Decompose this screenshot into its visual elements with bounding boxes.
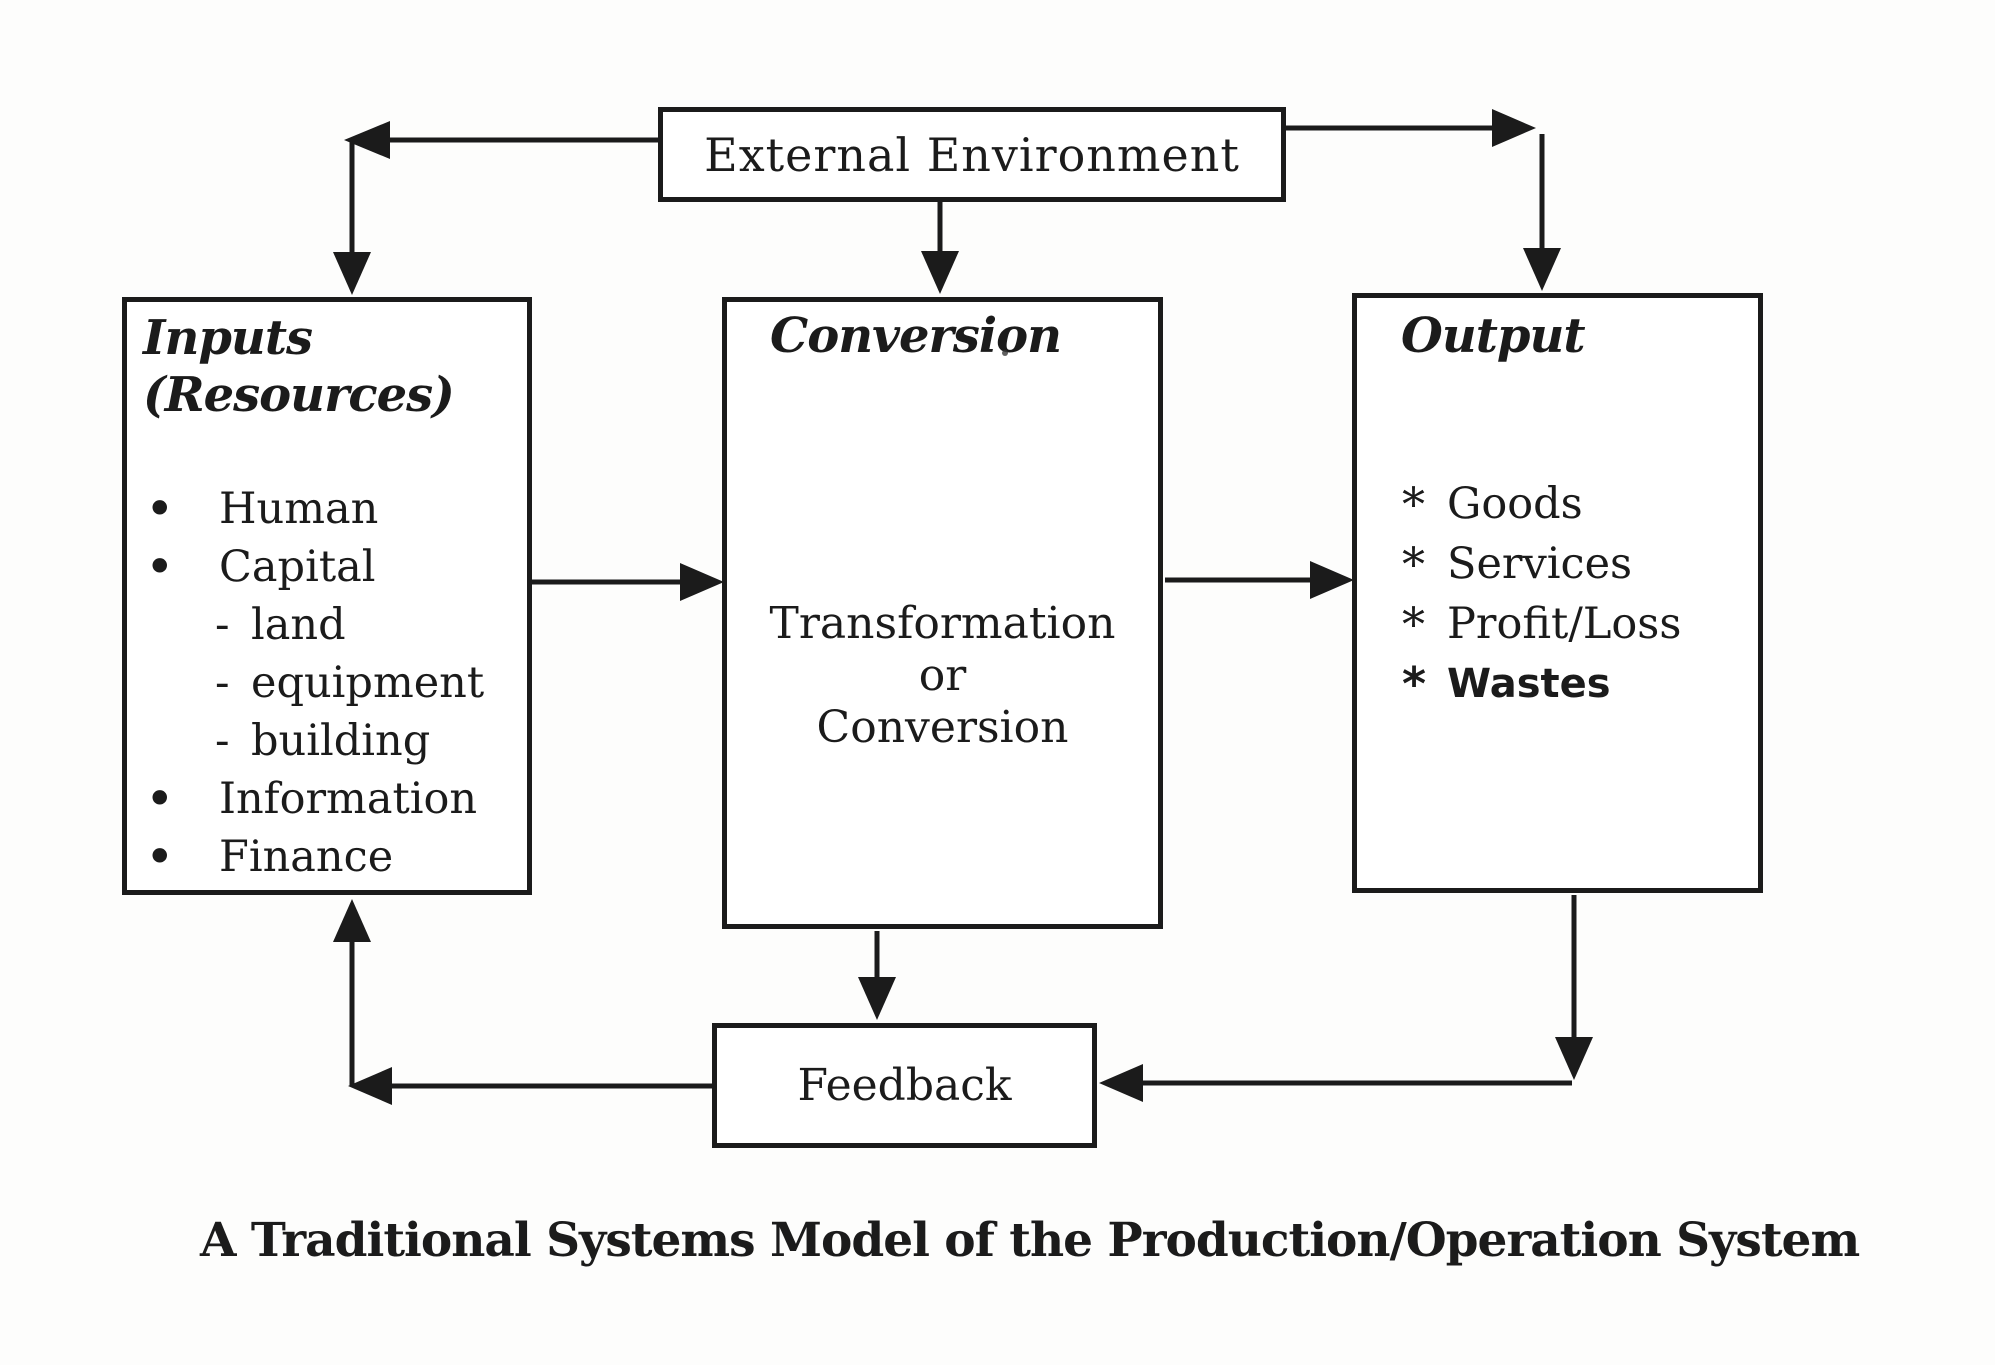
output-item-list: * Goods * Services * Profit/Loss * Waste… [1357, 474, 1758, 714]
external-environment-box: External Environment [658, 107, 1286, 202]
list-item-label: Finance [219, 832, 394, 882]
scan-speck [1002, 350, 1008, 356]
bullet-marker: • [145, 770, 175, 828]
conversion-box: Conversion Transformation or Conversion [722, 297, 1163, 929]
list-item: • Finance [127, 828, 527, 886]
feedback-box: Feedback [712, 1023, 1097, 1148]
feedback-label: Feedback [797, 1060, 1012, 1111]
inputs-title: Inputs [143, 310, 313, 366]
inputs-item-list: • Human • Capital - land - equipment - b… [127, 480, 527, 886]
list-item: - land [127, 596, 527, 654]
conversion-body-text: Transformation or Conversion [727, 598, 1158, 754]
bullet-marker: • [145, 828, 175, 886]
bullet-marker: • [145, 538, 175, 596]
arrow-ee-to-output [1286, 109, 1561, 291]
arrow-inputs-to-conversion [532, 563, 724, 601]
conversion-body-line: or [918, 650, 967, 701]
conversion-body-line: Conversion [816, 702, 1069, 753]
list-item-label: Wastes [1447, 661, 1611, 707]
list-item: • Capital [127, 538, 527, 596]
list-item: - building [127, 712, 527, 770]
output-title: Output [1401, 308, 1586, 364]
arrow-ee-to-conversion [921, 202, 959, 294]
list-item-label: equipment [251, 658, 485, 708]
list-item-label: building [251, 716, 431, 766]
list-item: - equipment [127, 654, 527, 712]
inputs-title-block: Inputs (Resources) [143, 310, 455, 424]
arrow-conversion-to-output [1165, 561, 1354, 599]
list-item: • Human [127, 480, 527, 538]
list-item-label: Human [219, 484, 379, 534]
bullet-marker: • [145, 480, 175, 538]
list-item-label: Information [219, 774, 478, 824]
external-environment-label: External Environment [704, 127, 1240, 182]
conversion-title-block: Conversion [770, 308, 1062, 365]
asterisk-marker: * [1402, 537, 1425, 591]
dash-marker: - [215, 600, 230, 650]
list-item-label: land [251, 600, 346, 650]
list-item: * Services [1357, 534, 1758, 594]
asterisk-marker: * [1402, 597, 1425, 651]
inputs-subtitle: (Resources) [143, 367, 455, 423]
output-title-block: Output [1401, 308, 1586, 365]
arrow-output-to-feedback [1099, 895, 1593, 1102]
list-item-label: Goods [1447, 479, 1583, 529]
arrow-ee-to-inputs [333, 121, 658, 295]
diagram-caption: A Traditional Systems Model of the Produ… [200, 1213, 1860, 1268]
list-item-label: Capital [219, 542, 376, 592]
dash-marker: - [215, 658, 230, 708]
list-item-label: Services [1447, 539, 1633, 589]
conversion-title: Conversion [770, 308, 1062, 364]
arrow-feedback-to-inputs [333, 899, 712, 1105]
asterisk-marker: * [1402, 657, 1427, 711]
list-item-label: Profit/Loss [1447, 599, 1682, 649]
output-box: Output * Goods * Services * Profit/Loss … [1352, 293, 1763, 893]
conversion-body-line: Transformation [769, 598, 1116, 649]
list-item: * Goods [1357, 474, 1758, 534]
asterisk-marker: * [1402, 477, 1425, 531]
list-item: * Profit/Loss [1357, 594, 1758, 654]
arrow-conversion-to-feedback [858, 931, 896, 1020]
list-item: * Wastes [1357, 654, 1758, 714]
dash-marker: - [215, 716, 230, 766]
list-item: • Information [127, 770, 527, 828]
inputs-box: Inputs (Resources) • Human • Capital - l… [122, 297, 532, 895]
